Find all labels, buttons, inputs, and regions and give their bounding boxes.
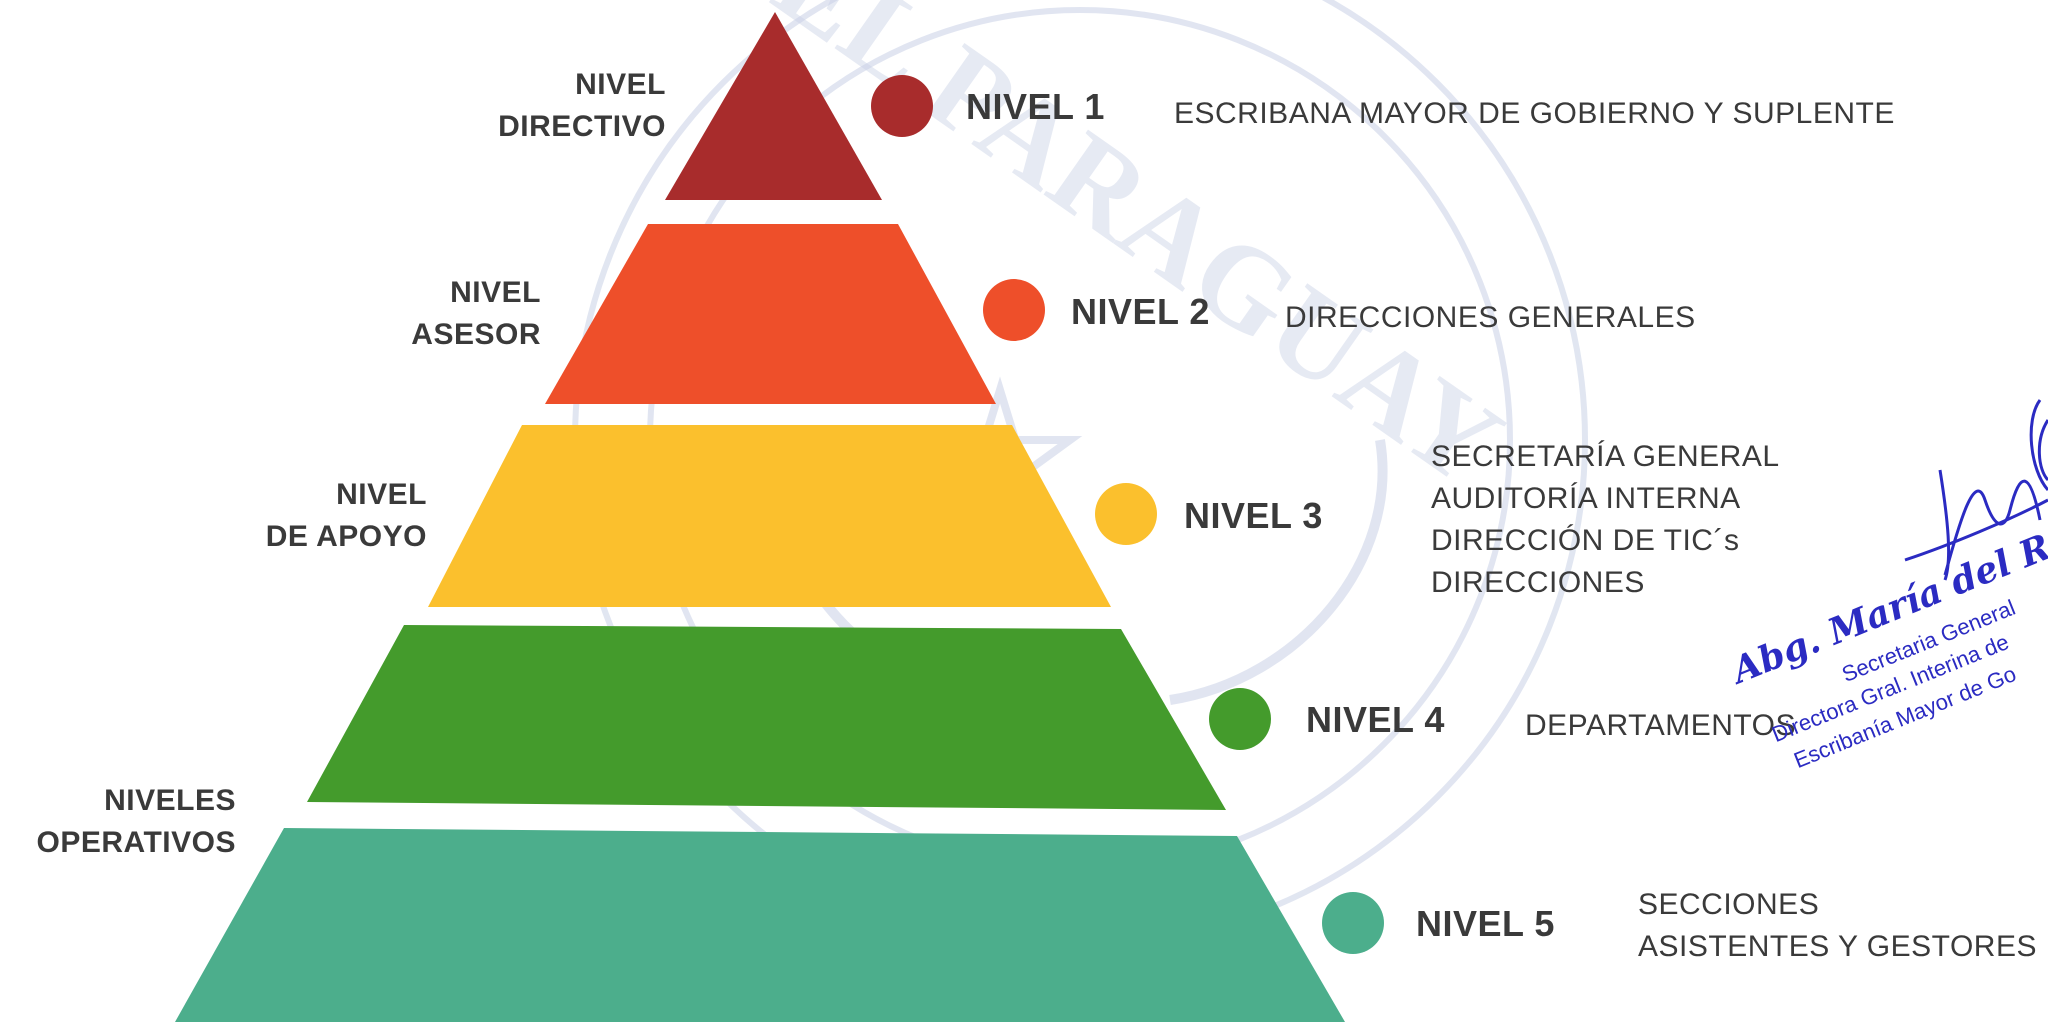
- level-3-description: SECRETARÍA GENERAL AUDITORÍA INTERNA DIR…: [1431, 440, 1780, 599]
- level-4-title: NIVEL 4: [1306, 699, 1445, 740]
- level-4-dot: [1209, 688, 1271, 750]
- level-5-dot: [1322, 892, 1384, 954]
- level-1-title: NIVEL 1: [966, 86, 1105, 127]
- level-5-title: NIVEL 5: [1416, 903, 1555, 944]
- pyramid-tier-2: [545, 224, 996, 404]
- level-5-description: SECCIONES ASISTENTES Y GESTORES: [1638, 888, 2037, 963]
- level-1-dot: [871, 75, 933, 137]
- level-2-title: NIVEL 2: [1071, 291, 1210, 332]
- pyramid-tier-3: [428, 425, 1111, 607]
- level-1-description: ESCRIBANA MAYOR DE GOBIERNO Y SUPLENTE: [1174, 97, 1895, 130]
- level-2-description: DIRECCIONES GENERALES: [1285, 301, 1696, 334]
- level-3-dot: [1095, 483, 1157, 545]
- level-3-title: NIVEL 3: [1184, 495, 1323, 536]
- side-label-apoyo: NIVEL DE APOYO: [265, 478, 427, 553]
- pyramid-tier-1: [665, 12, 882, 200]
- side-label-operativos: NIVELES OPERATIVOS: [36, 784, 236, 859]
- side-label-asesor: NIVEL ASESOR: [411, 276, 541, 351]
- level-2-dot: [983, 279, 1045, 341]
- level-4-description: DEPARTAMENTOS: [1525, 709, 1796, 742]
- pyramid-tier-5: [175, 828, 1345, 1022]
- side-label-directivo: NIVEL DIRECTIVO: [498, 68, 666, 143]
- pyramid-tier-4: [307, 625, 1226, 810]
